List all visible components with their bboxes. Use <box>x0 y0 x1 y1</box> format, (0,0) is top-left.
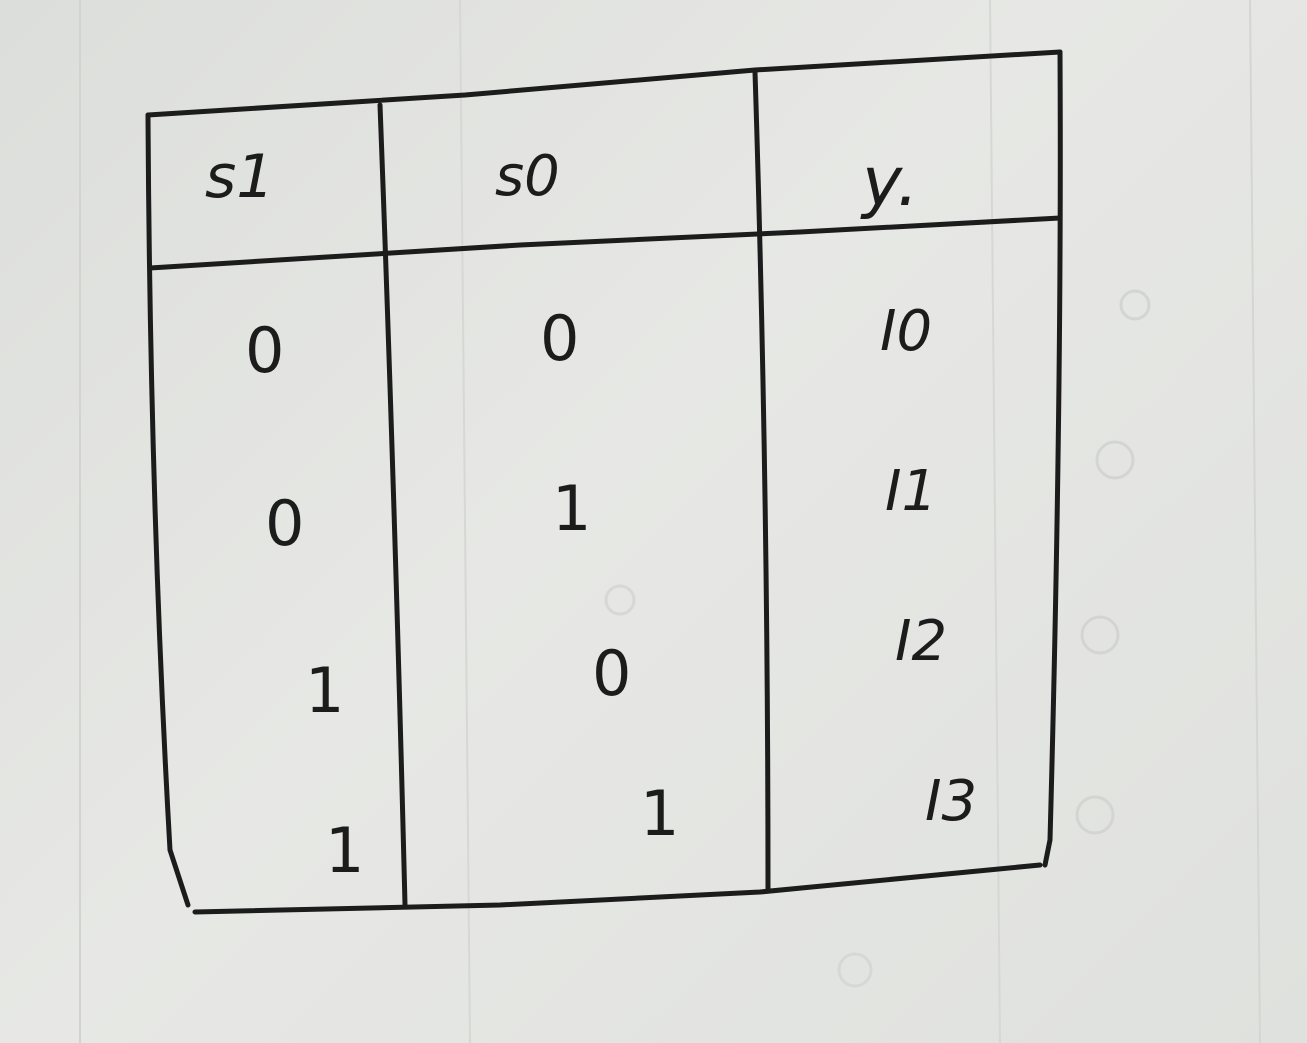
cell-s1-row1: 0 <box>245 314 284 387</box>
cell-s1-row3: 1 <box>305 654 344 727</box>
cell-s1-row4: 1 <box>325 814 364 887</box>
cell-s0-row2: 1 <box>552 472 591 545</box>
cell-y-row2: I1 <box>885 459 937 524</box>
cell-s0-row3: 0 <box>592 637 631 710</box>
header-s1: s1 <box>205 142 274 212</box>
cell-s0-row4: 1 <box>640 777 679 850</box>
header-s0: s0 <box>495 144 560 209</box>
cell-y-row4: I3 <box>925 769 977 834</box>
cell-y-row1: I0 <box>880 299 932 364</box>
cell-s0-row1: 0 <box>540 302 579 375</box>
cell-y-row3: I2 <box>895 609 947 674</box>
cell-s1-row2: 0 <box>265 487 304 560</box>
table-lines <box>145 49 1063 915</box>
header-y: y. <box>860 143 919 222</box>
